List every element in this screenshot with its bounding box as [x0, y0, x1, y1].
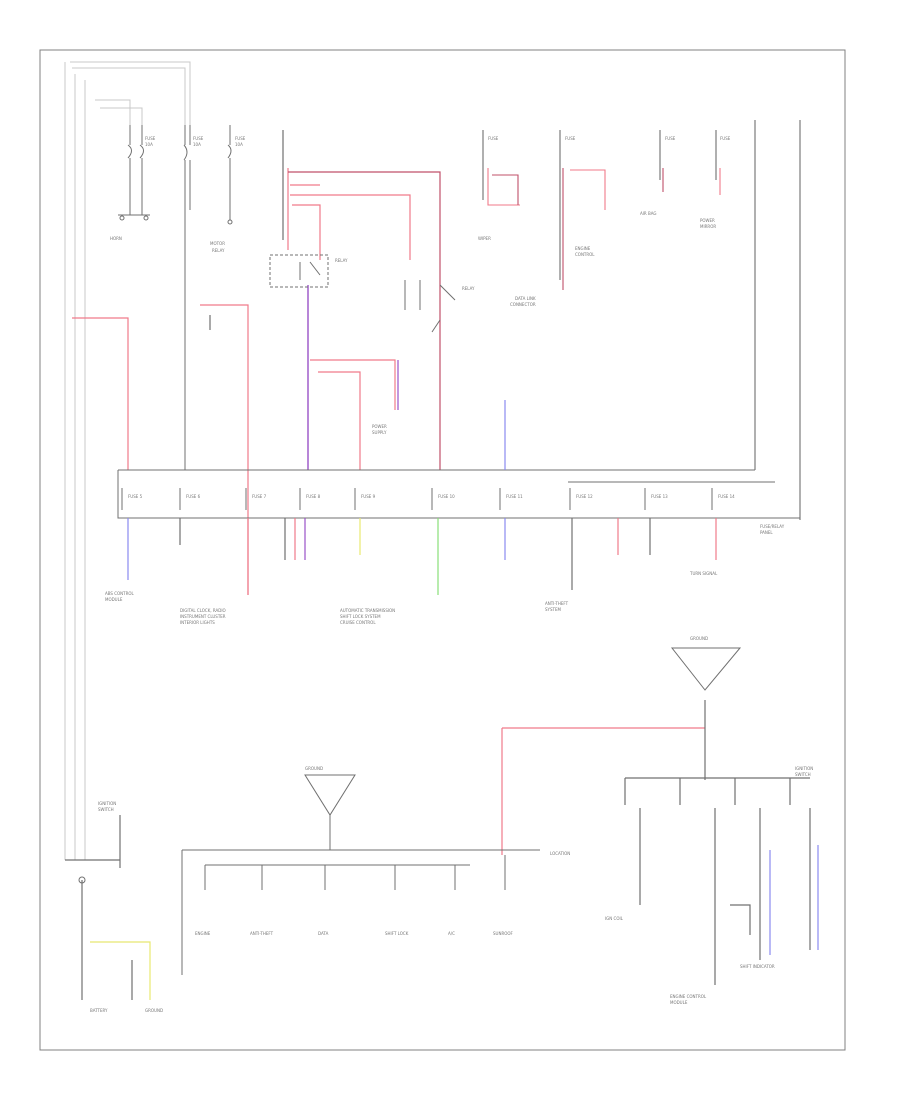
svg-text:ABS CONTROL: ABS CONTROL [105, 591, 135, 596]
svg-text:10A: 10A [235, 142, 243, 147]
central-relay-wires [282, 130, 441, 470]
svg-text:POWER: POWER [372, 424, 387, 429]
fuse-relay-panel [117, 469, 800, 519]
svg-text:AUTOMATIC TRANSMISSION: AUTOMATIC TRANSMISSION [340, 608, 395, 613]
svg-text:TURN SIGNAL: TURN SIGNAL [689, 571, 718, 576]
svg-text:FUSE 13: FUSE 13 [651, 494, 668, 499]
svg-text:IGN COIL: IGN COIL [605, 916, 624, 921]
svg-text:FUSE 8: FUSE 8 [306, 494, 321, 499]
svg-text:FUSE 11: FUSE 11 [506, 494, 523, 499]
battery-labels: IGNITION SWITCH BATTERY GROUND [90, 801, 163, 1013]
svg-text:FUSE: FUSE [488, 136, 499, 141]
svg-text:INTERIOR LIGHTS: INTERIOR LIGHTS [180, 620, 215, 625]
svg-text:SYSTEM: SYSTEM [545, 607, 561, 612]
svg-text:ENGINE: ENGINE [195, 931, 211, 936]
svg-text:10A: 10A [193, 142, 201, 147]
svg-text:SHIFT LOCK SYSTEM: SHIFT LOCK SYSTEM [340, 614, 381, 619]
svg-text:SHIFT INDICATOR: SHIFT INDICATOR [740, 964, 775, 969]
svg-text:MIRROR: MIRROR [700, 224, 716, 229]
svg-text:HORN: HORN [110, 236, 122, 241]
svg-text:FUSE: FUSE [235, 136, 246, 141]
svg-text:RELAY: RELAY [462, 286, 475, 291]
svg-text:FUSE/RELAY: FUSE/RELAY [760, 524, 785, 529]
svg-text:RELAY: RELAY [335, 258, 348, 263]
svg-text:WIPER: WIPER [478, 236, 491, 241]
svg-text:GROUND: GROUND [305, 766, 323, 771]
relay-left [269, 254, 329, 288]
svg-text:CRUISE CONTROL: CRUISE CONTROL [340, 620, 376, 625]
svg-text:ENGINE CONTROL: ENGINE CONTROL [670, 994, 707, 999]
panel-fuse-labels: FUSE 5 FUSE 6 FUSE 7 FUSE 8 FUSE 9 FUSE … [128, 494, 785, 535]
svg-text:FUSE: FUSE [665, 136, 676, 141]
svg-text:CONNECTOR: CONNECTOR [510, 302, 536, 307]
svg-text:DIGITAL CLOCK, RADIO: DIGITAL CLOCK, RADIO [180, 608, 226, 613]
battery-ignition [65, 815, 151, 1000]
svg-text:FUSE 7: FUSE 7 [252, 494, 267, 499]
relay-right [404, 280, 456, 333]
top-fuses-left [118, 125, 233, 470]
svg-text:GROUND: GROUND [690, 636, 708, 641]
top-fuses-right-labels: FUSE FUSE FUSE FUSE WIPER ENGINE CONTROL… [478, 136, 731, 307]
svg-text:FUSE: FUSE [565, 136, 576, 141]
svg-text:BATTERY: BATTERY [90, 1008, 108, 1013]
svg-text:A/C: A/C [448, 931, 455, 936]
panel-output-labels: ABS CONTROL MODULE DIGITAL CLOCK, RADIO … [105, 571, 718, 625]
svg-text:LOCATION: LOCATION [550, 851, 570, 856]
svg-text:FUSE 12: FUSE 12 [576, 494, 593, 499]
lower-right-wiring [501, 700, 819, 985]
svg-text:FUSE 5: FUSE 5 [128, 494, 143, 499]
svg-text:RELAY: RELAY [212, 248, 225, 253]
svg-text:FUSE 14: FUSE 14 [718, 494, 735, 499]
svg-text:FUSE: FUSE [720, 136, 731, 141]
svg-text:SWITCH: SWITCH [795, 772, 811, 777]
svg-text:SUPPLY: SUPPLY [372, 430, 387, 435]
svg-text:MOTOR: MOTOR [210, 241, 225, 246]
svg-text:FUSE 9: FUSE 9 [361, 494, 376, 499]
svg-text:SHIFT LOCK: SHIFT LOCK [385, 931, 409, 936]
svg-text:PANEL: PANEL [760, 530, 773, 535]
top-fuses-right [482, 120, 801, 520]
svg-text:IGNITION: IGNITION [795, 766, 813, 771]
svg-text:MODULE: MODULE [105, 597, 123, 602]
svg-text:GROUND: GROUND [145, 1008, 163, 1013]
left-feed-wires [64, 61, 191, 860]
panel-outputs [127, 400, 717, 595]
svg-text:FUSE 6: FUSE 6 [186, 494, 201, 499]
svg-text:SWITCH: SWITCH [98, 807, 114, 812]
svg-text:10A: 10A [145, 142, 153, 147]
lower-right-labels: GROUND IGNITION SWITCH IGN COIL ENGINE C… [605, 636, 813, 1005]
diagram-frame [39, 49, 846, 1051]
top-fuses-left-labels: FUSE 10A FUSE 10A FUSE 10A HORN MOTOR RE… [110, 136, 246, 253]
svg-text:SUNROOF: SUNROOF [493, 931, 514, 936]
lower-left-labels: GROUND ENGINE ANTI-THEFT DATA SHIFT LOCK… [195, 766, 570, 936]
left-red-feed [72, 304, 249, 595]
battery [78, 876, 86, 884]
svg-text:FUSE 10: FUSE 10 [438, 494, 455, 499]
svg-text:FUSE: FUSE [145, 136, 156, 141]
svg-text:AIR BAG: AIR BAG [640, 211, 656, 216]
svg-text:DATA LINK: DATA LINK [515, 296, 536, 301]
svg-text:ANTI-THEFT: ANTI-THEFT [545, 601, 569, 606]
svg-text:POWER: POWER [700, 218, 715, 223]
lower-left-ground [181, 774, 540, 975]
svg-text:CONTROL: CONTROL [575, 252, 595, 257]
lower-right-ground-triangle [670, 647, 742, 691]
svg-text:DATA: DATA [318, 931, 329, 936]
svg-text:MODULE: MODULE [670, 1000, 688, 1005]
svg-text:ANTI-THEFT: ANTI-THEFT [250, 931, 274, 936]
svg-text:INSTRUMENT CLUSTER: INSTRUMENT CLUSTER [180, 614, 226, 619]
svg-text:IGNITION: IGNITION [98, 801, 116, 806]
central-labels: RELAY RELAY POWER SUPPLY [335, 258, 475, 435]
svg-text:FUSE: FUSE [193, 136, 204, 141]
svg-text:ENGINE: ENGINE [575, 246, 591, 251]
